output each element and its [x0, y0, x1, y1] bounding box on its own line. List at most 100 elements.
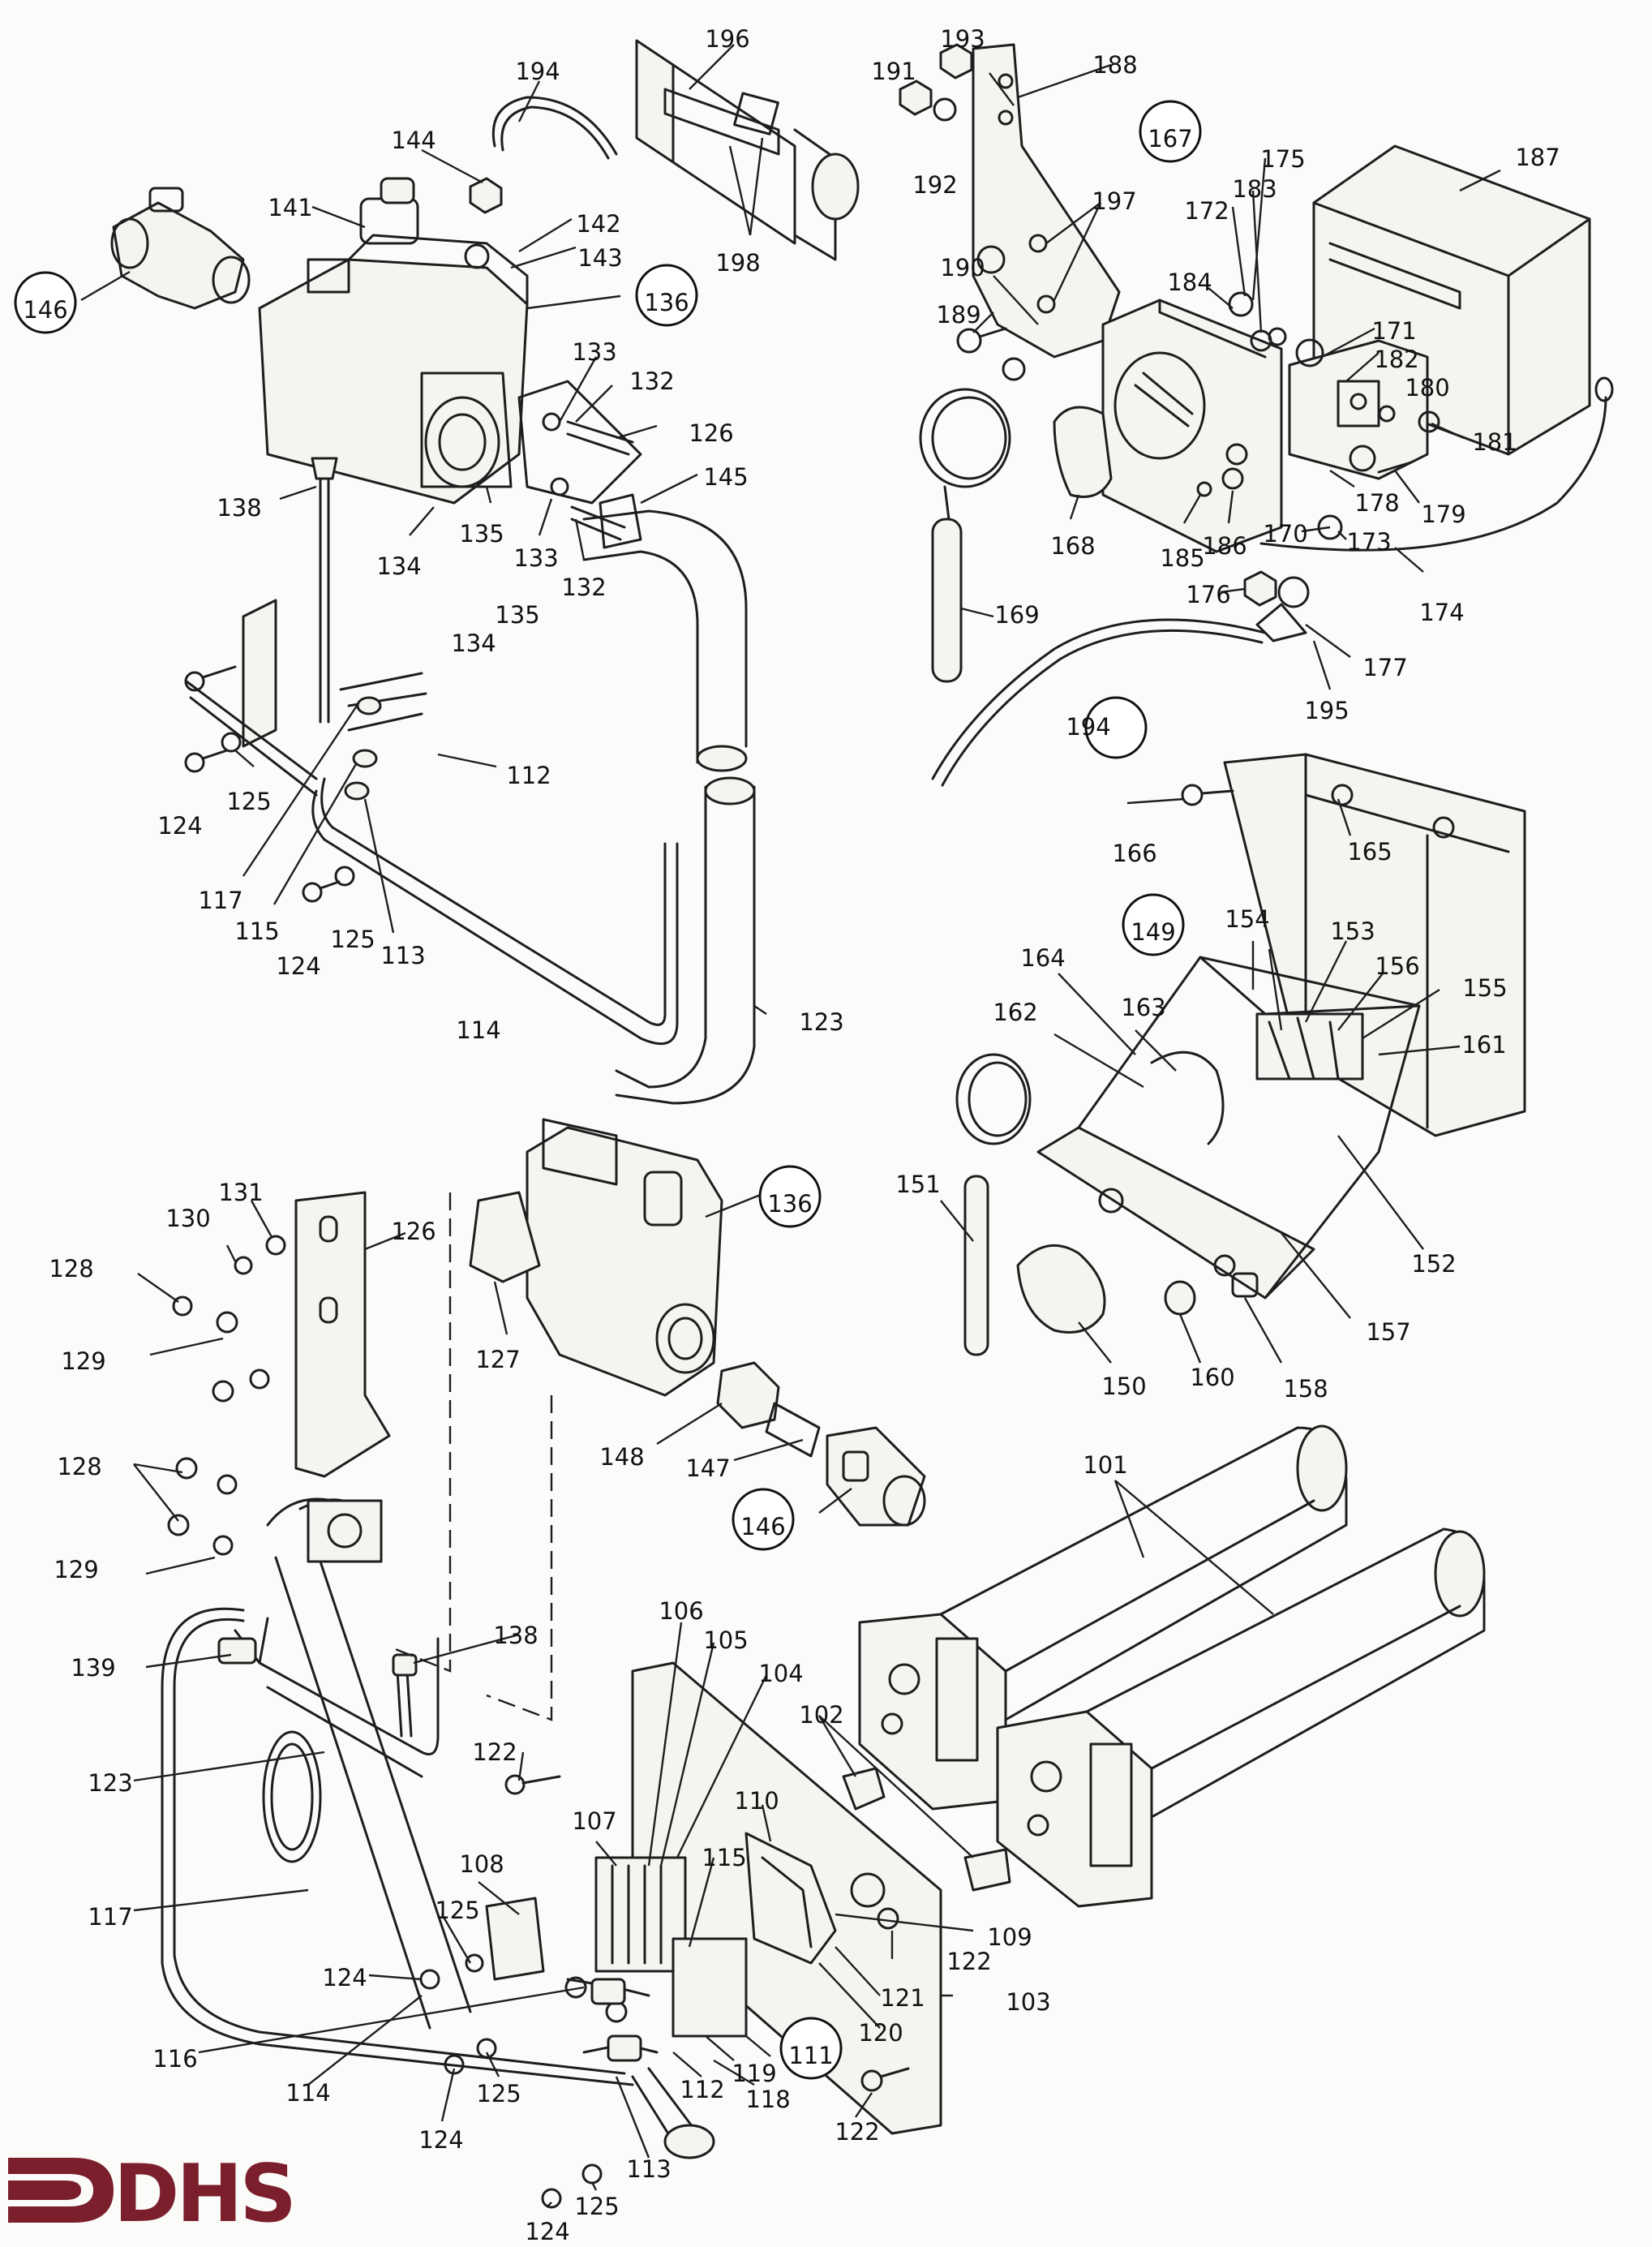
callout-190: 190	[940, 254, 985, 281]
callout-188: 188	[1092, 51, 1137, 79]
callout-141: 141	[268, 194, 312, 221]
dhs-logo-mark	[8, 2158, 114, 2223]
callout-117: 117	[88, 1903, 132, 1931]
callout-155: 155	[1462, 974, 1507, 1002]
earth-lead-174	[1259, 376, 1614, 552]
callout-125: 125	[574, 2193, 619, 2220]
callout-184: 184	[1167, 269, 1212, 296]
callout-labels: 1461411441941961981421431361331321261451…	[23, 25, 1560, 2245]
callout-177: 177	[1362, 654, 1407, 681]
callout-182: 182	[1374, 346, 1418, 373]
callout-126: 126	[391, 1218, 436, 1245]
callout-107: 107	[572, 1807, 616, 1835]
callout-130: 130	[165, 1205, 210, 1232]
alignment-line-valve-bracket	[388, 1192, 452, 1673]
callout-101: 101	[1083, 1451, 1127, 1479]
callout-136: 136	[767, 1190, 812, 1218]
callout-175: 175	[1260, 145, 1305, 173]
callout-109: 109	[987, 1923, 1032, 1951]
capillary-169	[919, 388, 1011, 683]
callout-192: 192	[912, 171, 957, 199]
callout-112: 112	[680, 2076, 724, 2103]
callout-125: 125	[476, 2080, 521, 2107]
callout-178: 178	[1354, 489, 1399, 517]
callout-179: 179	[1421, 501, 1465, 528]
bracket-126-lower	[294, 1191, 391, 1478]
callout-118: 118	[745, 2086, 790, 2113]
callout-172: 172	[1184, 197, 1229, 225]
callout-102: 102	[799, 1701, 843, 1729]
callout-113: 113	[626, 2155, 671, 2183]
callout-185: 185	[1160, 544, 1204, 572]
callout-124: 124	[322, 1964, 367, 1991]
pipe-123-lower	[262, 1497, 472, 2030]
callout-115: 115	[702, 1844, 746, 1871]
callout-166: 166	[1112, 840, 1156, 867]
callout-160: 160	[1190, 1364, 1234, 1391]
callout-147: 147	[685, 1454, 730, 1482]
burner-bars-101	[858, 1424, 1486, 1908]
bracket-and-tubes-upper-left	[185, 599, 679, 1046]
callout-146: 146	[740, 1513, 785, 1540]
callout-181: 181	[1472, 428, 1517, 456]
callout-131: 131	[218, 1179, 263, 1206]
callout-124: 124	[418, 2126, 463, 2154]
callout-125: 125	[330, 926, 375, 953]
callout-171: 171	[1371, 317, 1416, 345]
callout-114: 114	[456, 1016, 500, 1044]
callout-138: 138	[493, 1622, 538, 1649]
union-148-147-cock-146	[716, 1361, 926, 1527]
callout-119: 119	[732, 2060, 776, 2087]
knob-168	[1053, 406, 1113, 498]
callout-117: 117	[198, 887, 242, 914]
screws-189-190-197	[956, 234, 1056, 381]
callout-151: 151	[895, 1171, 940, 1198]
callout-168: 168	[1050, 532, 1095, 560]
dhs-logo-text: DHS	[114, 2148, 294, 2239]
callout-116: 116	[152, 2045, 197, 2073]
callout-135: 135	[459, 520, 504, 548]
callout-146: 146	[23, 296, 67, 324]
callout-rings	[14, 100, 1202, 2080]
screws-128-131	[167, 1235, 286, 1556]
callout-125: 125	[226, 788, 271, 815]
thermostat-assembly-149	[1036, 956, 1421, 1300]
callout-129: 129	[54, 1556, 98, 1583]
screws-132-133	[566, 420, 634, 541]
gasket-126-upper	[517, 380, 642, 505]
callout-194: 194	[1066, 713, 1110, 741]
callout-161: 161	[1461, 1031, 1506, 1059]
callout-103: 103	[1006, 1988, 1050, 2016]
terminal-block-171-182	[1288, 339, 1429, 480]
callout-113: 113	[380, 942, 425, 969]
callout-129: 129	[61, 1347, 105, 1375]
callout-104: 104	[758, 1660, 803, 1687]
callout-122: 122	[835, 2118, 879, 2146]
callout-123: 123	[799, 1008, 843, 1036]
callout-164: 164	[1020, 944, 1065, 972]
callout-124: 124	[525, 2218, 569, 2245]
callout-135: 135	[495, 601, 539, 629]
callout-176: 176	[1186, 581, 1230, 608]
leader-lines	[80, 44, 1501, 2207]
pilot-rod-138-upper	[311, 457, 338, 724]
sensor-151-knob-150-cap-160	[955, 1053, 1196, 1356]
gas-cock-146-upper	[110, 187, 251, 310]
callout-156: 156	[1375, 952, 1419, 980]
callout-195: 195	[1304, 697, 1349, 724]
callout-110: 110	[734, 1787, 779, 1815]
callout-133: 133	[513, 544, 558, 572]
pilot-burner-113-116	[566, 1978, 715, 2159]
callout-152: 152	[1411, 1250, 1456, 1278]
callout-157: 157	[1366, 1318, 1410, 1346]
gas-valve-136-upper	[258, 177, 529, 505]
callout-106: 106	[659, 1597, 703, 1625]
nuts-191-193	[899, 43, 973, 122]
callout-144: 144	[391, 127, 436, 154]
callout-121: 121	[880, 1984, 925, 2012]
callout-132: 132	[561, 574, 606, 601]
cable-194-upper	[491, 96, 618, 160]
callout-194: 194	[515, 58, 560, 85]
callout-134: 134	[451, 629, 496, 657]
callout-143: 143	[577, 244, 622, 272]
